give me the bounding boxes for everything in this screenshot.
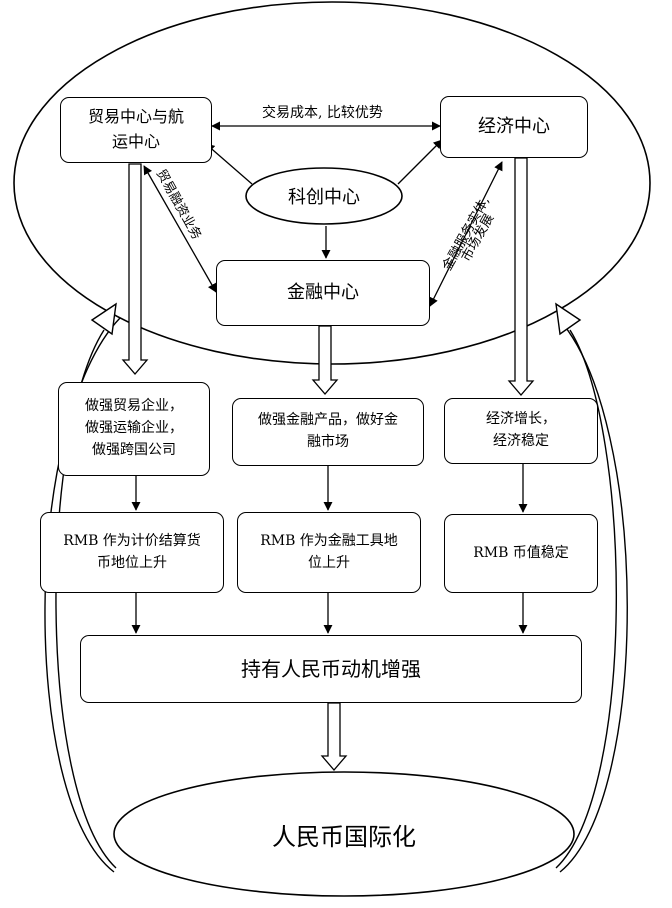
label-trade-economic: 交易成本, 比较优势 — [262, 105, 383, 121]
node-text-line: RMB 作为金融工具地 — [260, 532, 398, 549]
node-text-line: 做强金融产品，做好金 — [258, 412, 398, 429]
node-text-line: 做强运输企业， — [85, 420, 183, 437]
left-feedback-arrowhead — [90, 302, 117, 336]
node-economic-center: 经济中心 — [440, 96, 588, 158]
node-tech-center-ellipse: 科创中心 — [244, 166, 404, 226]
node-text-line: 融市场 — [307, 434, 349, 450]
node-text-line: 位上升 — [308, 554, 350, 571]
financial-economic-arrow — [429, 161, 503, 307]
node-text-line: 经济稳定 — [493, 433, 549, 449]
node-financial-center: 金融中心 — [216, 260, 430, 326]
node-text: 金融中心 — [287, 279, 359, 307]
left-feedback-curve — [44, 317, 121, 873]
motivation-down-hollow-arrow — [320, 702, 348, 771]
node-internationalization-label: 人民币国际化 — [272, 817, 416, 852]
internationalization-ellipse — [113, 771, 575, 897]
node-text: RMB 作为金融工具地位上升 — [260, 531, 398, 574]
node-text: 贸易中心与航运中心 — [88, 105, 184, 155]
node-text-line: 经济中心 — [478, 116, 550, 138]
node-tech-center-label: 科创中心 — [288, 183, 360, 209]
financial-down-hollow-arrow — [311, 325, 339, 395]
node-text: 经济中心 — [478, 113, 550, 141]
node-holding-motivation: 持有人民币动机增强 — [80, 635, 582, 703]
node-enterprises: 做强贸易企业， 做强运输企业， 做强跨国公司 — [58, 382, 210, 476]
node-text: RMB 作为计价结算货币地位上升 — [63, 531, 201, 574]
node-text-line: 人民币国际化 — [272, 822, 416, 851]
trade-financial-arrow — [143, 165, 217, 293]
node-text-line: 贸易中心与航 — [87, 107, 184, 127]
tech-ellipse-shape — [245, 167, 403, 225]
node-economic-growth: 经济增长， 经济稳定 — [444, 398, 598, 464]
node-trade-shipping-center: 贸易中心与航运中心 — [60, 97, 212, 163]
node-text-line: 币地位上升 — [97, 554, 167, 571]
right-feedback-curve-inner — [555, 329, 618, 869]
tech-to-trade-arrow — [205, 143, 253, 185]
node-rmb-settlement: RMB 作为计价结算货币地位上升 — [40, 512, 224, 593]
node-text-line: 做强贸易企业， — [85, 398, 183, 415]
node-text: 做强金融产品，做好金融市场 — [258, 410, 398, 453]
node-text: 人民币国际化 — [272, 817, 416, 852]
top-region-ellipse — [13, 1, 651, 365]
node-text: 经济增长， 经济稳定 — [486, 409, 556, 452]
node-rmb-instrument: RMB 作为金融工具地位上升 — [237, 512, 421, 593]
economic-down-hollow-arrow — [507, 157, 535, 396]
tech-to-economic-arrow — [397, 139, 443, 185]
node-text-line: RMB 币值稳定 — [473, 544, 569, 561]
node-text: 科创中心 — [288, 183, 360, 209]
node-rmb-stable: RMB 币值稳定 — [444, 514, 598, 593]
node-text-line: 经济增长， — [486, 411, 556, 428]
node-internationalization: 人民币国际化 — [114, 772, 574, 896]
node-text: RMB 币值稳定 — [473, 543, 569, 565]
node-text: 持有人民币动机增强 — [241, 654, 421, 685]
node-text-line: RMB 作为计价结算货 — [63, 532, 201, 549]
node-text-line: 金融中心 — [287, 282, 359, 304]
right-feedback-curve — [557, 317, 628, 873]
node-text-line: 运中心 — [111, 132, 160, 151]
node-financial-products: 做强金融产品，做好金融市场 — [232, 398, 424, 466]
node-text-line: 持有人民币动机增强 — [241, 656, 421, 681]
node-text-line: 科创中心 — [288, 187, 360, 208]
node-text-line: 做强跨国公司 — [92, 441, 176, 458]
right-feedback-arrowhead — [555, 302, 582, 336]
node-text: 做强贸易企业， 做强运输企业， 做强跨国公司 — [85, 396, 183, 461]
trade-down-hollow-arrow — [121, 163, 149, 375]
